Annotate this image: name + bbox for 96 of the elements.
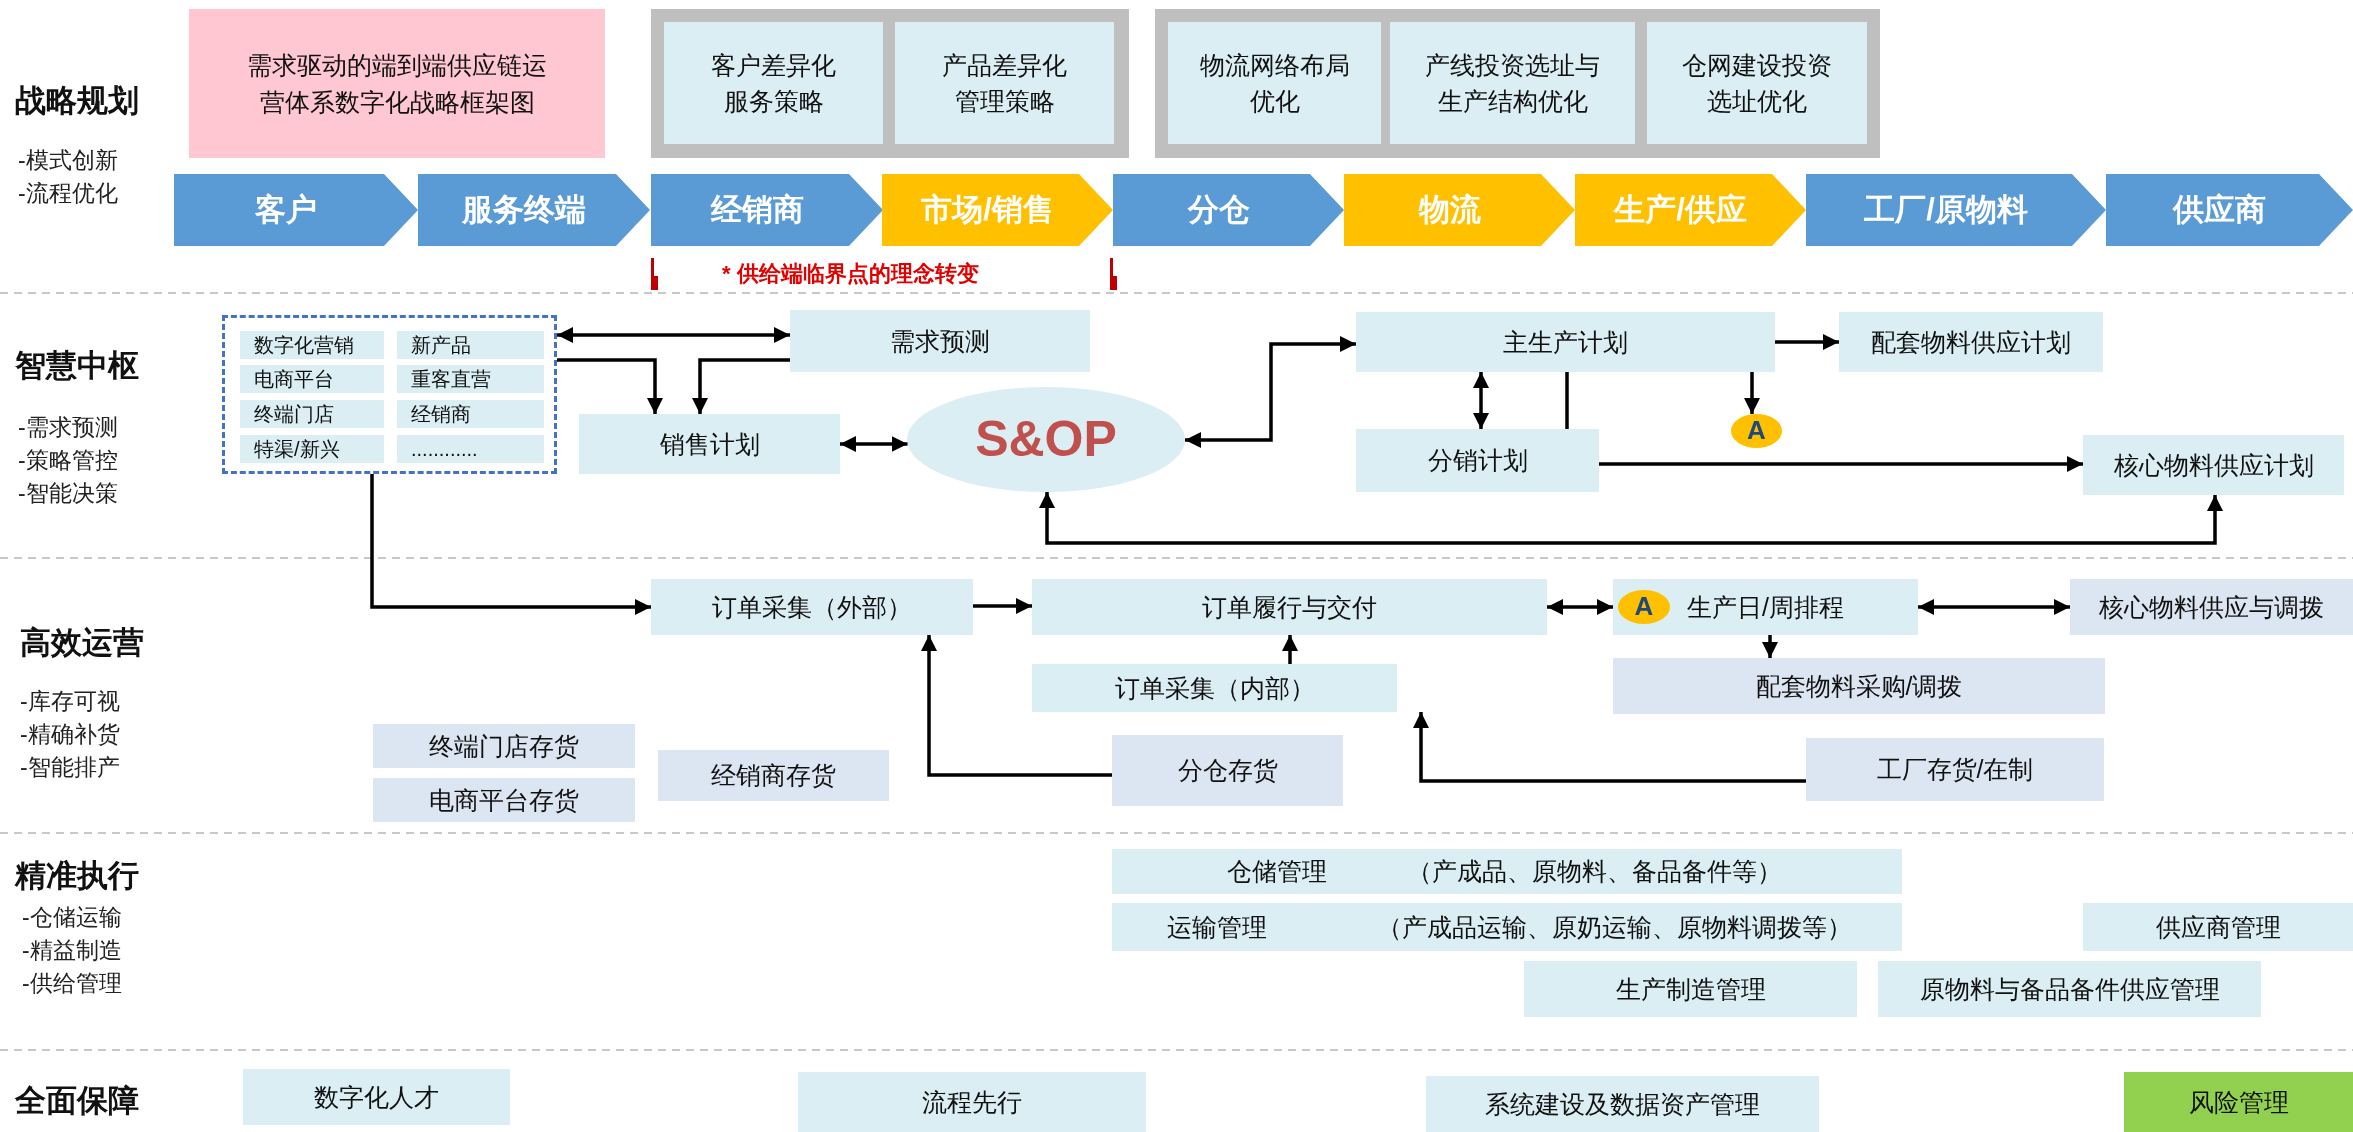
layer-title: 高效运营: [20, 624, 144, 662]
process-box: 订单履行与交付: [1032, 579, 1547, 635]
channel-tag: 终端门店: [240, 400, 384, 428]
arrow: [370, 474, 651, 615]
layer-point: -流程优化: [18, 179, 118, 208]
arrow: [1918, 599, 2070, 615]
management-box: 供应商管理: [2083, 903, 2353, 951]
title-box: 需求驱动的端到端供应链运营体系数字化战略框架图: [189, 9, 605, 158]
strategy-panel: [1155, 9, 1880, 158]
arrow: [921, 635, 1112, 777]
inventory-box: 分仓存货: [1112, 735, 1343, 806]
support-box: 风险管理: [2124, 1072, 2353, 1132]
box-label: （产成品运输、原奶运输、原物料调拨等）: [1377, 911, 1852, 943]
chevron-step: 供应商: [2106, 174, 2353, 246]
process-box: 核心物料供应计划: [2083, 435, 2344, 495]
arrow: [1744, 372, 1760, 414]
layer-point: -库存可视: [20, 687, 120, 716]
layer-point: -智能排产: [20, 753, 120, 782]
channel-tag: 数字化营销: [240, 331, 384, 359]
chevron-step: 服务终端: [418, 174, 650, 246]
layer-point: -精确补货: [20, 720, 120, 749]
box-label: 仓储管理: [1227, 856, 1327, 888]
inventory-box: 经销商存货: [658, 750, 889, 801]
arrow: [557, 327, 790, 343]
note-text: * 供给端临界点的理念转变: [722, 260, 979, 288]
arrow: [1547, 599, 1613, 615]
process-box: 核心物料供应与调拨: [2070, 579, 2353, 635]
layer-point: -需求预测: [18, 413, 118, 442]
arrow: [973, 598, 1032, 614]
chevron-step: 经销商: [651, 174, 883, 246]
chevron-step: 生产/供应: [1575, 174, 1806, 246]
arrow: [557, 358, 663, 414]
arrow: [1762, 635, 1778, 658]
process-box: 配套物料供应计划: [1839, 312, 2103, 372]
layer-point: -精益制造: [22, 936, 122, 965]
strategy-box: 物流网络布局优化: [1168, 22, 1381, 144]
layer-point: -供给管理: [22, 969, 122, 998]
management-box: 生产制造管理: [1524, 961, 1857, 1017]
box-label: 生产日/周排程: [1687, 591, 1844, 623]
support-box: 数字化人才: [243, 1069, 510, 1125]
chevron-step: 市场/销售: [882, 174, 1113, 246]
channel-tag: 特渠/新兴: [240, 435, 384, 463]
arrow: [692, 358, 790, 414]
layer-point: -智能决策: [18, 479, 118, 508]
layer-point: -策略管控: [18, 446, 118, 475]
channel-group: [222, 315, 557, 474]
marker-badge: A: [1731, 414, 1782, 448]
chevron-step: 工厂/原物料: [1806, 174, 2106, 246]
layer-title: 全面保障: [15, 1082, 139, 1120]
chevron-step: 分仓: [1113, 174, 1344, 246]
box-label: 运输管理: [1167, 911, 1267, 943]
process-box: 配套物料采购/调拨: [1613, 658, 2105, 714]
channel-tag: 电商平台: [240, 365, 384, 393]
process-box: 订单采集（外部）: [651, 579, 973, 635]
channel-tag: 经销商: [397, 400, 544, 428]
process-box: [1613, 579, 1918, 635]
arrow: [1775, 334, 1839, 350]
chevron-step: 客户: [174, 174, 418, 246]
layer-point: -仓储运输: [22, 903, 122, 932]
strategy-box: 产品差异化管理策略: [895, 22, 1114, 144]
support-box: 流程先行: [798, 1072, 1146, 1132]
inventory-box: 终端门店存货: [373, 724, 635, 768]
box-label: （产成品、原物料、备品备件等）: [1407, 856, 1782, 888]
process-box: 需求预测: [790, 310, 1090, 372]
layer-title: 智慧中枢: [15, 347, 139, 385]
arrow: [1039, 492, 2223, 545]
chevron-step: 物流: [1344, 174, 1575, 246]
process-box: 销售计划: [579, 414, 840, 474]
inventory-box: 工厂存货/在制: [1806, 738, 2104, 801]
layer-point: -模式创新: [18, 146, 118, 175]
arrow: [1413, 712, 1806, 783]
marker-badge: A: [1618, 590, 1670, 624]
arrow: [1185, 336, 1356, 448]
layer-title: 精准执行: [15, 857, 139, 895]
arrow: [1473, 372, 1489, 429]
strategy-box: 产线投资选址与生产结构优化: [1390, 22, 1635, 144]
sop-ellipse: S&OP: [907, 387, 1185, 492]
process-box: 订单采集（内部）: [1032, 664, 1397, 712]
management-box: [1112, 903, 1902, 951]
connector-line: [1565, 372, 1569, 429]
channel-tag: ............: [397, 435, 544, 463]
strategy-box: 客户差异化服务策略: [664, 22, 883, 144]
process-box: 分销计划: [1356, 429, 1599, 492]
layer-title: 战略规划: [15, 82, 139, 120]
channel-tag: 新产品: [397, 331, 544, 359]
process-box: 主生产计划: [1356, 312, 1775, 372]
support-box: 系统建设及数据资产管理: [1426, 1076, 1819, 1132]
strategy-box: 仓网建设投资选址优化: [1647, 22, 1867, 144]
arrow: [1599, 456, 2083, 472]
inventory-box: 电商平台存货: [373, 778, 635, 822]
arrow: [1282, 635, 1298, 664]
arrow: [840, 436, 908, 452]
management-box: 原物料与备品备件供应管理: [1878, 961, 2261, 1017]
channel-tag: 重客直营: [397, 365, 544, 393]
strategy-panel: [651, 9, 1129, 158]
management-box: [1112, 849, 1902, 894]
